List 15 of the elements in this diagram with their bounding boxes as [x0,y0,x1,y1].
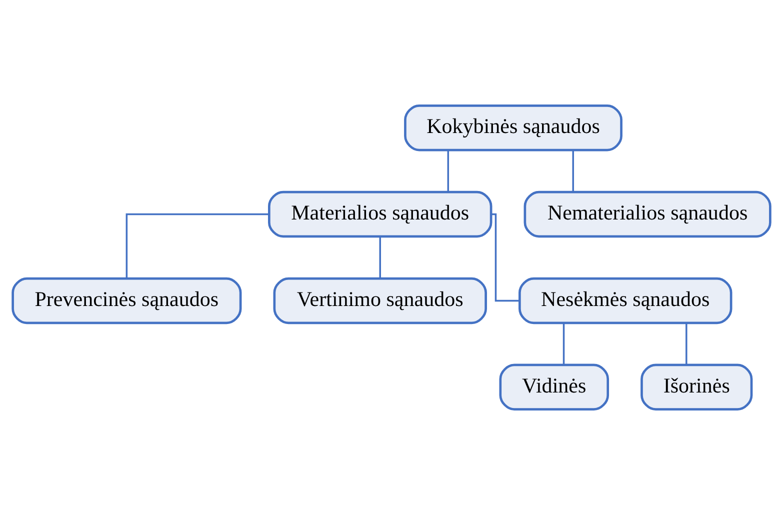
connector [126,212,269,278]
connector [447,150,450,192]
node-box: Nematerialios sąnaudos [524,190,772,238]
connector [379,236,381,278]
node-box: Vertinimo sąnaudos [273,276,487,324]
node-box: Nesėkmės sąnaudos [518,276,732,324]
connector [686,322,688,364]
node-box: Prevencinės sąnaudos [12,276,242,324]
node-box: Išorinės [640,363,753,410]
connector [562,322,565,364]
node-box: Vidinės [499,363,610,410]
node-box: Kokybinės sąnaudos [404,104,622,151]
connector [491,212,520,302]
connector [572,150,574,192]
node-box: Materialios sąnaudos [268,190,492,238]
